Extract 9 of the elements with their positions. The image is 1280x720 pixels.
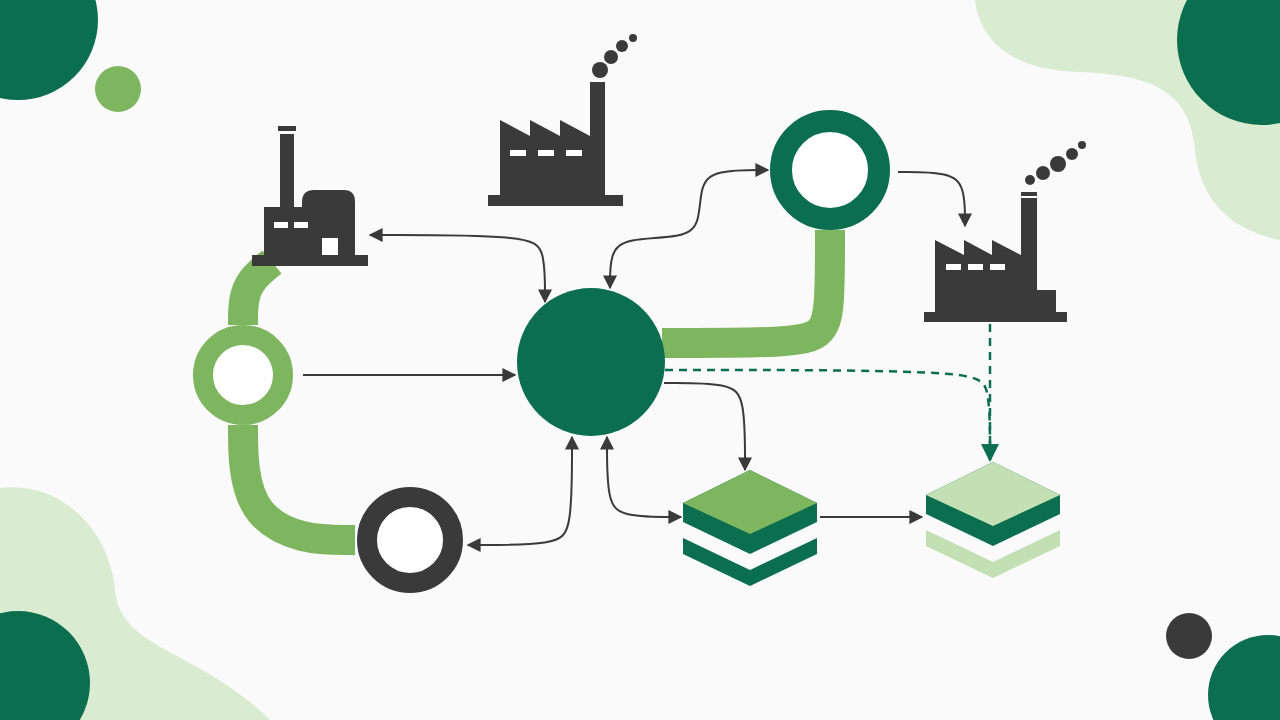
arrow: [466, 435, 579, 552]
arrow: [897, 171, 972, 228]
arrow: [368, 228, 552, 304]
arrow: [600, 435, 683, 524]
arrow: [663, 382, 752, 472]
arrow: [302, 368, 517, 382]
arrow: [819, 510, 924, 524]
arrow: [603, 163, 770, 290]
dashed-arrow: [665, 368, 999, 462]
